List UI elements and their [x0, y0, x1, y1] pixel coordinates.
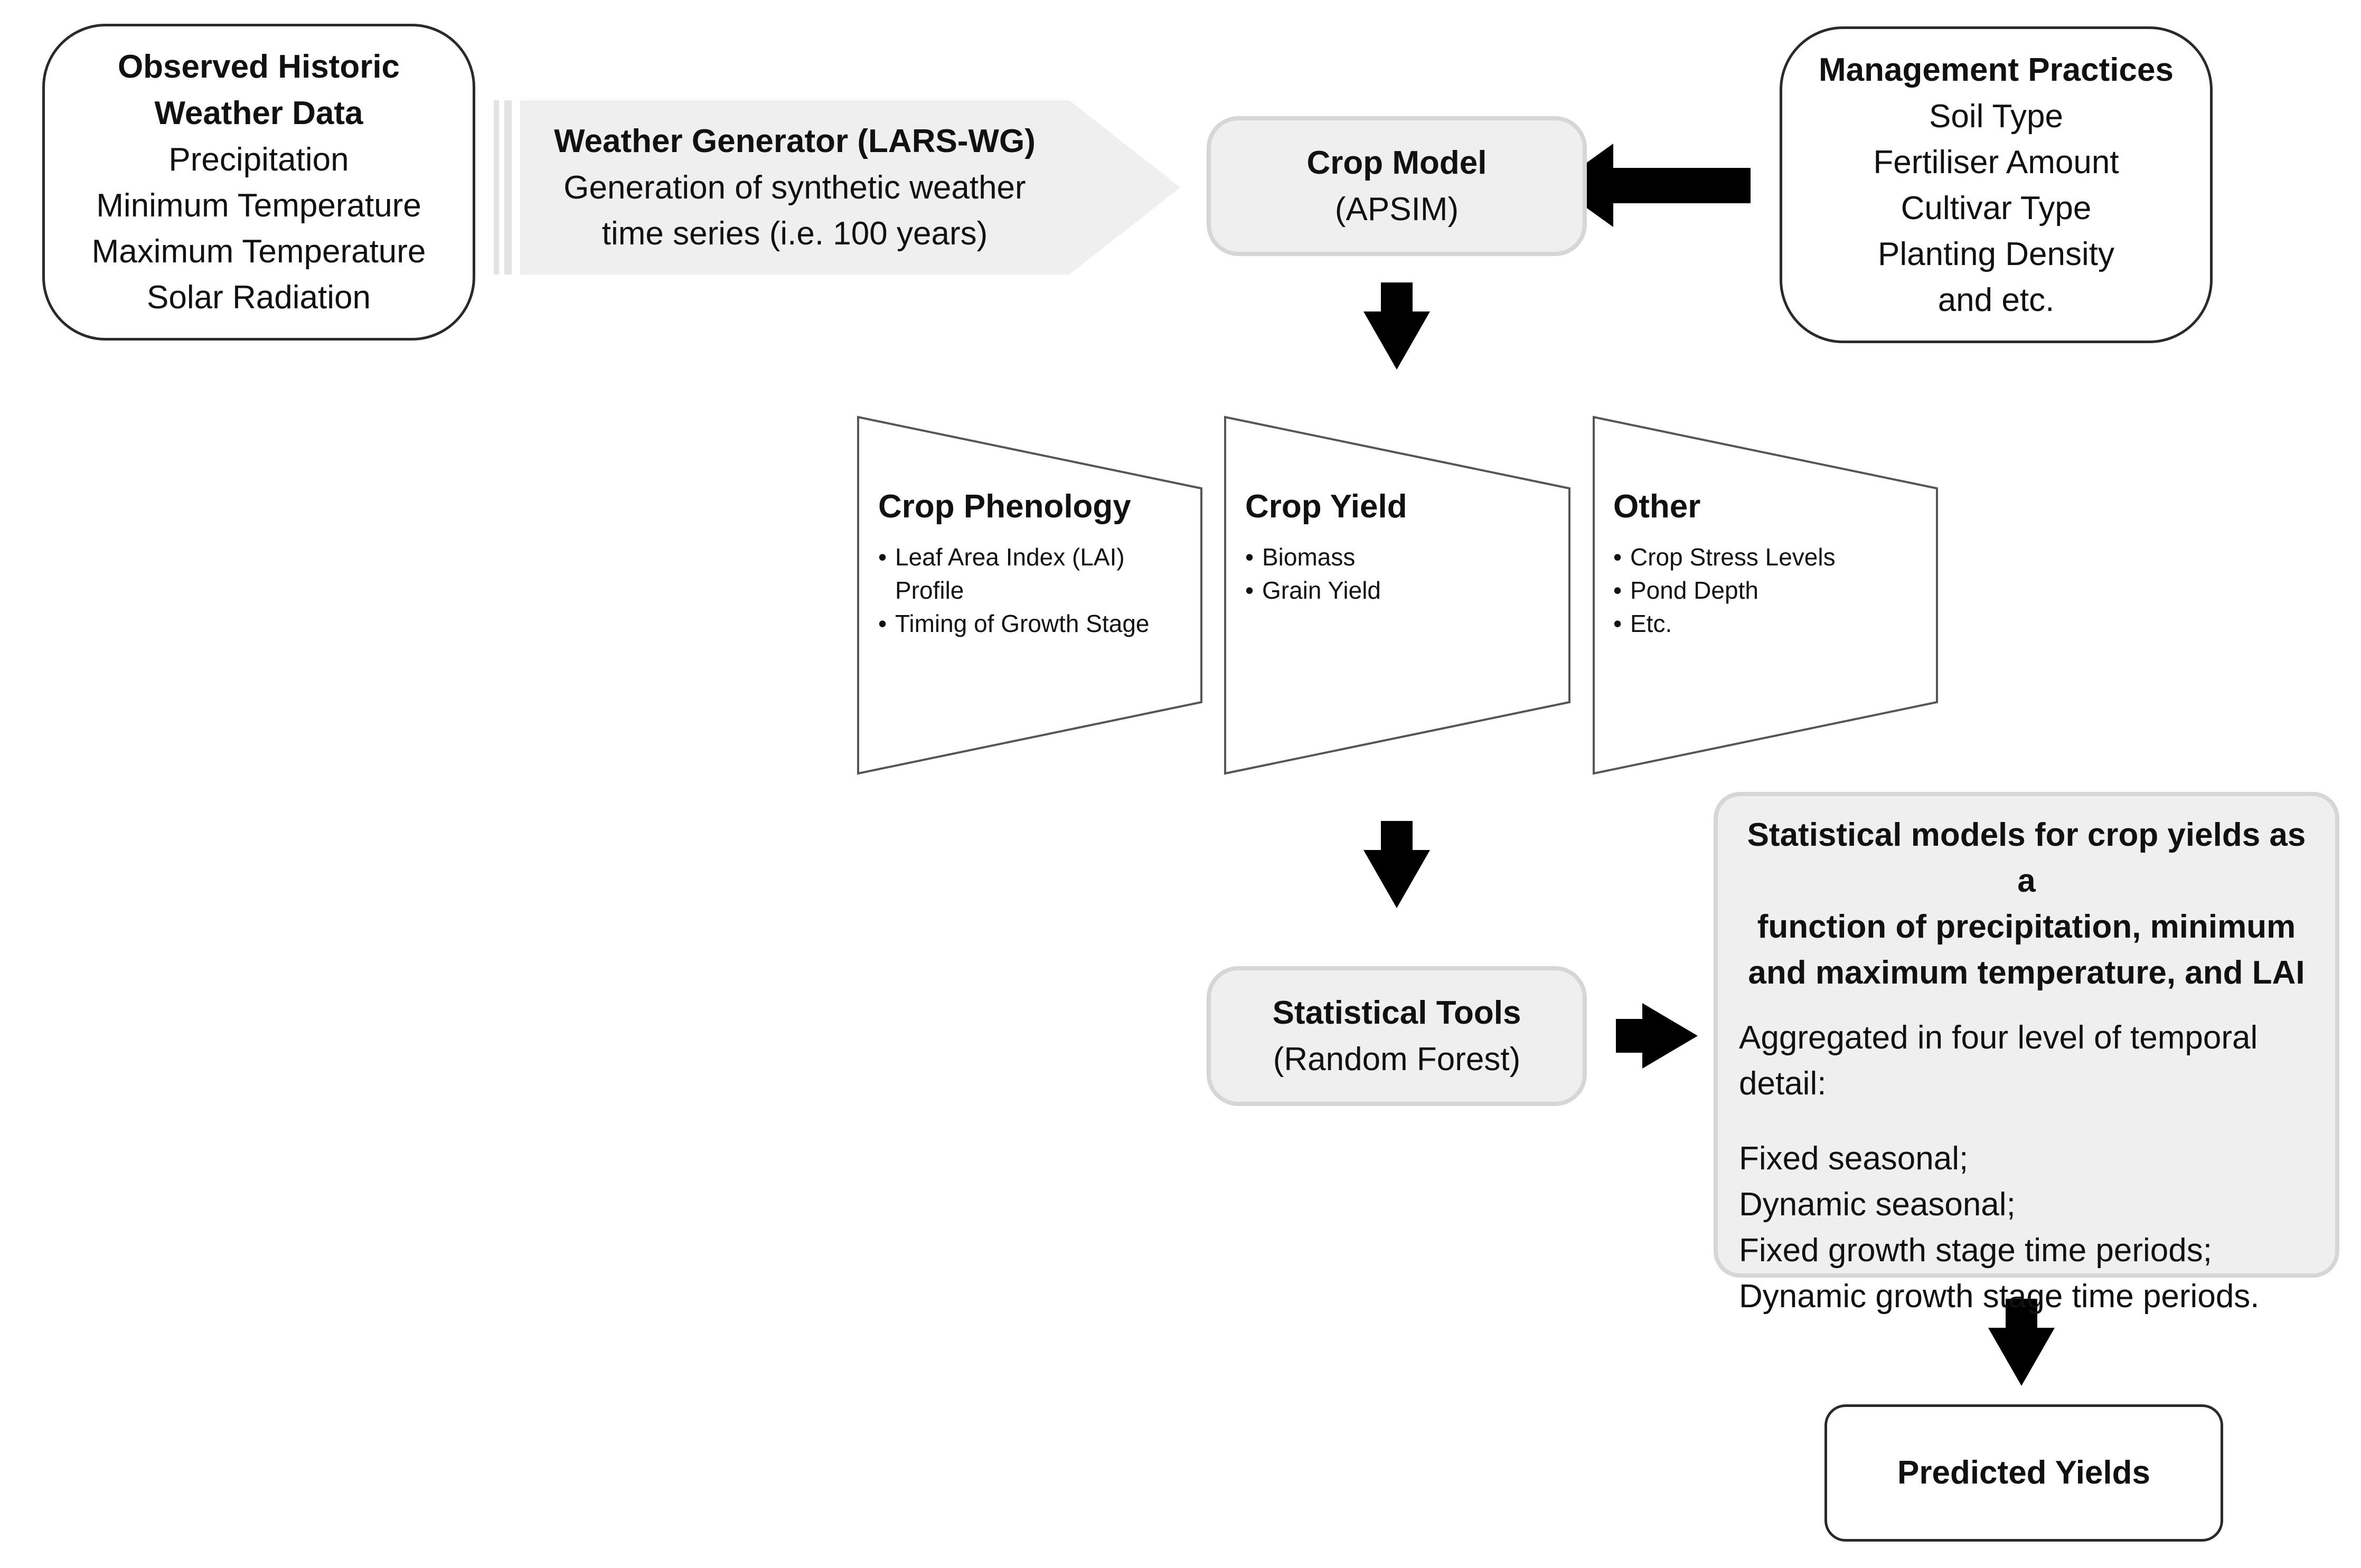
- observed-weather-title-line: Weather Data: [154, 95, 363, 131]
- weather-generator-chevron: [494, 100, 1180, 275]
- observed-weather-box: Observed Historic Weather Data Precipita…: [42, 24, 475, 341]
- predicted-yields-box: Predicted Yields: [1824, 1404, 2223, 1542]
- arrow-down-icon: [1363, 282, 1430, 370]
- management-practices-box: Management Practices Soil Type Fertilise…: [1780, 26, 2213, 343]
- temporal-level: Fixed seasonal;: [1739, 1140, 1969, 1177]
- statistical-models-heading-line: Statistical models for crop yields as a: [1747, 817, 2306, 899]
- weather-generator-line: Generation of synthetic weather: [563, 169, 1026, 206]
- management-item: and etc.: [1937, 281, 2055, 318]
- crop-phenology-text: Crop Phenology Leaf Area Index (LAI)Prof…: [878, 486, 1195, 640]
- arrow-down-icon: [1363, 821, 1430, 908]
- card-bullet: Biomass: [1245, 541, 1562, 574]
- crop-model-subtitle: (APSIM): [1334, 191, 1459, 228]
- management-item: Cultivar Type: [1901, 190, 2092, 226]
- statistical-models-heading-line: function of precipitation, minimum: [1757, 909, 2296, 945]
- statistical-tools-title: Statistical Tools: [1272, 995, 1521, 1031]
- card-bullet: Etc.: [1613, 607, 1930, 640]
- temporal-level: Fixed growth stage time periods;: [1739, 1232, 2212, 1269]
- temporal-level: Dynamic seasonal;: [1739, 1186, 2016, 1223]
- management-title: Management Practices: [1819, 51, 2174, 88]
- arrow-left-icon: [1555, 144, 1751, 227]
- aggregation-intro-line: Aggregated in four level of temporal: [1739, 1019, 2258, 1056]
- weather-variable: Maximum Temperature: [91, 233, 426, 270]
- card-bullet: Crop Stress Levels: [1613, 541, 1930, 574]
- card-bullet: Timing of Growth Stage: [878, 607, 1195, 640]
- management-item: Planting Density: [1877, 235, 2115, 272]
- observed-weather-title-line: Observed Historic: [117, 49, 400, 85]
- statistical-tools-box: Statistical Tools (Random Forest): [1207, 966, 1587, 1106]
- weather-generator-line: time series (i.e. 100 years): [601, 215, 988, 252]
- card-bullet: Pond Depth: [1613, 574, 1930, 607]
- crop-yield-text: Crop Yield Biomass Grain Yield: [1245, 486, 1562, 607]
- crop-model-title: Crop Model: [1306, 145, 1487, 181]
- temporal-level: Dynamic growth stage time periods.: [1739, 1278, 2260, 1315]
- management-item: Fertiliser Amount: [1873, 144, 2119, 181]
- aggregation-intro-line: detail:: [1739, 1065, 1827, 1102]
- weather-variable: Minimum Temperature: [96, 187, 421, 224]
- weather-variable: Precipitation: [168, 141, 349, 178]
- card-title: Crop Phenology: [878, 488, 1131, 525]
- management-item: Soil Type: [1929, 98, 2063, 135]
- weather-generator-text: Weather Generator (LARS-WG) Generation o…: [520, 100, 1069, 275]
- predicted-yields-title: Predicted Yields: [1897, 1454, 2150, 1491]
- card-bullet: Grain Yield: [1245, 574, 1562, 607]
- statistical-models-panel: Statistical models for crop yields as a …: [1714, 792, 2339, 1315]
- statistical-models-heading-line: and maximum temperature, and LAI: [1748, 955, 2305, 991]
- crop-model-box: Crop Model (APSIM): [1207, 116, 1587, 256]
- arrow-down-icon: [1988, 1299, 2055, 1386]
- statistical-tools-subtitle: (Random Forest): [1273, 1041, 1521, 1078]
- card-bullet-continuation: Profile: [895, 577, 964, 604]
- arrow-right-icon: [1616, 1003, 1698, 1069]
- card-title: Other: [1613, 488, 1701, 525]
- weather-variable: Solar Radiation: [147, 279, 371, 316]
- card-bullet: Leaf Area Index (LAI)Profile: [878, 541, 1195, 607]
- card-title: Crop Yield: [1245, 488, 1407, 525]
- other-text: Other Crop Stress Levels Pond Depth Etc.: [1613, 486, 1930, 640]
- weather-generator-title: Weather Generator (LARS-WG): [554, 123, 1036, 159]
